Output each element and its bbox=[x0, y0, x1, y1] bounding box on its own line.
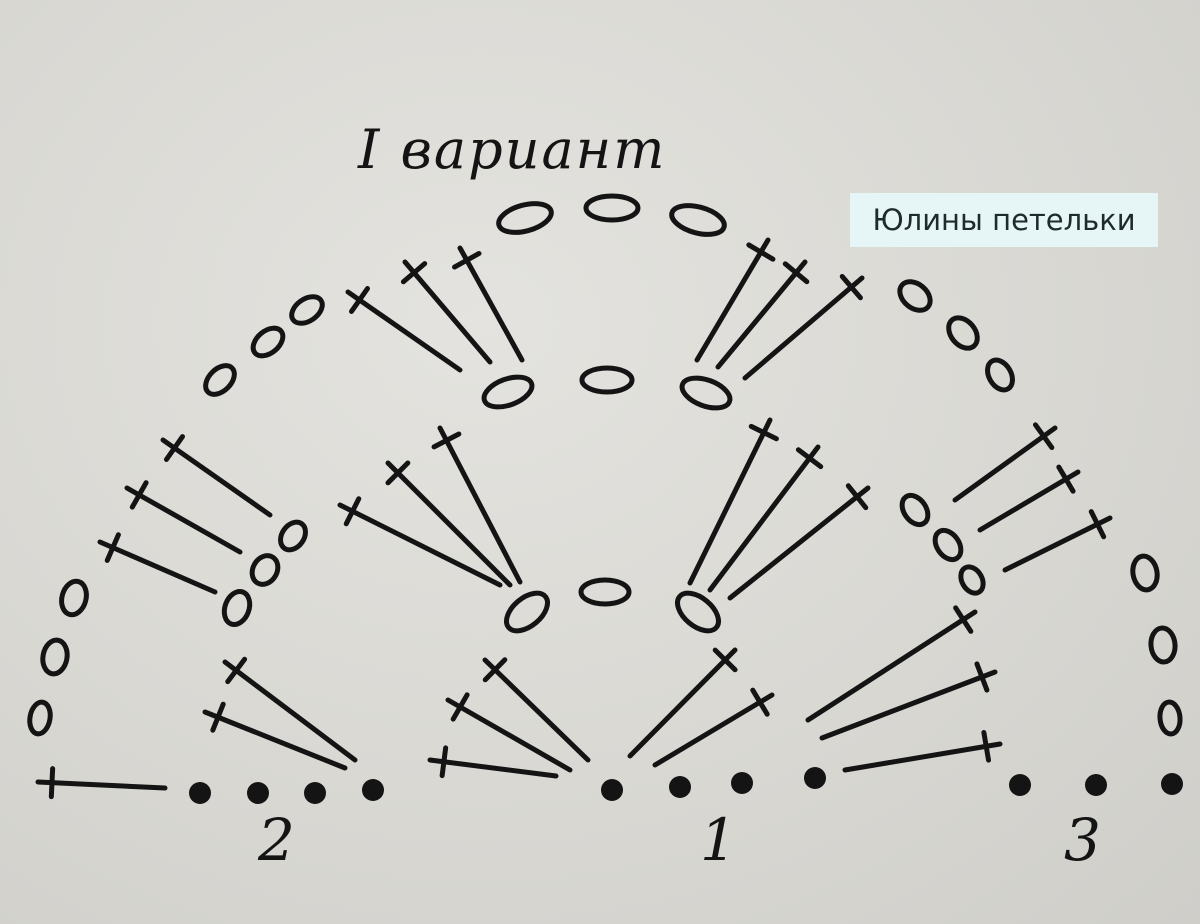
chain-stitch-icon bbox=[221, 589, 253, 627]
diagram-title: I вариант bbox=[358, 118, 667, 181]
double-crochet-icon bbox=[805, 605, 978, 723]
double-crochet-icon bbox=[742, 273, 865, 381]
double-crochet-icon bbox=[160, 434, 273, 518]
chain-stitch-icon bbox=[1157, 699, 1183, 737]
chain-stitch-icon bbox=[250, 325, 286, 359]
chain-stitch-icon bbox=[579, 365, 635, 395]
double-crochet-icon bbox=[35, 766, 168, 800]
double-crochet-icon bbox=[431, 425, 523, 585]
double-crochet-icon bbox=[124, 480, 243, 555]
chain-stitch-icon bbox=[59, 578, 89, 618]
chain-stitch-icon bbox=[289, 294, 325, 326]
chain-stitch-icon bbox=[958, 564, 986, 596]
label-2: 2 bbox=[258, 806, 295, 874]
double-crochet-icon bbox=[687, 417, 779, 586]
double-crochet-icon bbox=[715, 259, 810, 370]
double-crochet-icon bbox=[694, 237, 776, 363]
double-crochet-icon bbox=[482, 657, 591, 763]
double-crochet-icon bbox=[400, 259, 493, 365]
chain-stitch-icon bbox=[897, 279, 933, 313]
label-3: 3 bbox=[1064, 806, 1101, 874]
double-crochet-icon bbox=[1002, 509, 1113, 573]
chain-stitch-icon bbox=[932, 527, 964, 563]
slip-stitch-icon bbox=[731, 772, 753, 794]
slip-stitch-icon bbox=[1085, 774, 1107, 796]
slip-stitch-icon bbox=[669, 776, 691, 798]
double-crochet-icon bbox=[202, 701, 348, 771]
double-crochet-icon bbox=[345, 286, 463, 373]
chain-stitch-icon bbox=[40, 637, 70, 677]
slip-stitch-icon bbox=[804, 767, 826, 789]
double-crochet-icon bbox=[452, 245, 525, 363]
slip-stitch-icon bbox=[189, 782, 211, 804]
chain-stitch-icon bbox=[1148, 625, 1178, 665]
chain-stitch-icon bbox=[481, 374, 535, 410]
watermark-label: Юлины петельки bbox=[850, 193, 1158, 247]
chain-stitch-icon bbox=[583, 193, 641, 223]
double-crochet-icon bbox=[222, 656, 358, 763]
double-crochet-icon bbox=[977, 464, 1081, 533]
chain-stitch-icon bbox=[946, 315, 980, 351]
double-crochet-icon bbox=[952, 422, 1058, 503]
chain-stitch-icon bbox=[278, 519, 308, 553]
chain-stitch-icon bbox=[578, 577, 632, 607]
double-crochet-icon bbox=[385, 460, 513, 588]
double-crochet-icon bbox=[707, 444, 824, 593]
double-crochet-icon bbox=[97, 532, 218, 595]
label-1: 1 bbox=[700, 806, 737, 874]
chain-stitch-icon bbox=[27, 699, 53, 737]
chain-stitch-icon bbox=[1130, 553, 1160, 593]
chain-stitch-icon bbox=[985, 357, 1015, 393]
slip-stitch-icon bbox=[601, 779, 623, 801]
double-crochet-icon bbox=[727, 483, 871, 601]
chain-stitch-icon bbox=[249, 553, 281, 587]
chain-stitch-icon bbox=[899, 492, 931, 528]
slip-stitch-icon bbox=[247, 782, 269, 804]
chain-stitch-icon bbox=[504, 590, 550, 634]
double-crochet-icon bbox=[652, 687, 775, 768]
chain-stitch-icon bbox=[675, 590, 721, 634]
chain-stitch-icon bbox=[679, 375, 733, 411]
double-crochet-icon bbox=[627, 647, 738, 759]
slip-stitch-icon bbox=[362, 779, 384, 801]
double-crochet-icon bbox=[819, 661, 998, 741]
slip-stitch-icon bbox=[304, 782, 326, 804]
slip-stitch-icon bbox=[1161, 773, 1183, 795]
double-crochet-icon bbox=[337, 496, 503, 588]
slip-stitch-icon bbox=[1009, 774, 1031, 796]
chain-stitch-icon bbox=[496, 201, 554, 235]
double-crochet-icon bbox=[427, 745, 559, 779]
chain-stitch-icon bbox=[669, 203, 727, 237]
double-crochet-icon bbox=[445, 692, 573, 773]
double-crochet-icon bbox=[842, 730, 1003, 773]
chain-stitch-icon bbox=[203, 363, 237, 397]
